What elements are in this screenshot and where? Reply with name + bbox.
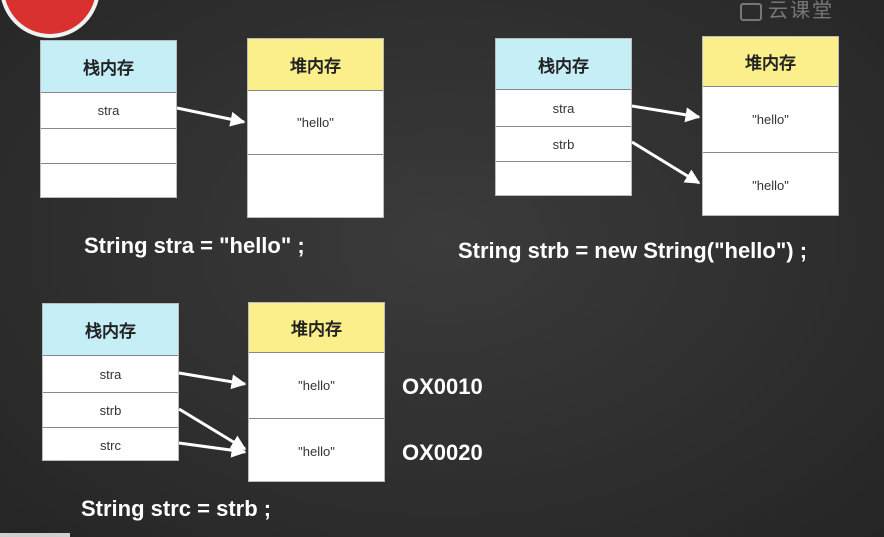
d3-stack-cell: stra: [99, 366, 122, 382]
d3-heap-column: 堆内存 "hello" "hello": [248, 302, 385, 482]
brand-icon: [740, 2, 762, 21]
d2-heap-header: 堆内存: [703, 37, 838, 87]
d2-stack-header: 栈内存: [496, 39, 631, 90]
d3-address-2: OX0020: [402, 440, 483, 465]
progress-strip: [0, 533, 70, 537]
d2-heap-cell: "hello": [703, 152, 838, 217]
d3-stack-cell: strb: [43, 392, 178, 427]
d1-heap-header: 堆内存: [248, 39, 383, 91]
d3-arrow-strb: [178, 407, 247, 451]
d1-stack-cell: [41, 128, 176, 163]
d1-arrow-stra: [176, 106, 246, 127]
d3-heap-cell: "hello": [298, 378, 335, 393]
d3-arrow-stra: [178, 371, 247, 390]
d2-arrow-stra: [631, 104, 701, 123]
d2-caption: String strb = new String("hello") ;: [458, 238, 808, 263]
d3-stack-cell: strc: [43, 427, 178, 462]
d1-caption: String stra = "hello" ;: [84, 233, 305, 258]
d3-stack-column: 栈内存 stra strb strc: [42, 303, 179, 461]
d2-stack-column: 栈内存 stra strb: [495, 38, 632, 196]
d3-arrow-strc: [178, 441, 247, 458]
brand-logo: 云课堂: [740, 0, 834, 23]
d2-arrow-strb: [631, 140, 701, 185]
d2-heap-cell: "hello": [752, 112, 789, 127]
d2-stack-cell: stra: [552, 100, 575, 116]
d1-stack-header: 栈内存: [41, 41, 176, 93]
d1-heap-column: 堆内存 "hello": [247, 38, 384, 218]
d3-heap-cell: "hello": [249, 418, 384, 483]
d2-heap-column: 堆内存 "hello" "hello": [702, 36, 839, 216]
d1-stack-cell: stra: [97, 103, 120, 118]
d3-address-1: OX0010: [402, 374, 483, 399]
d1-stack-column: 栈内存 stra: [40, 40, 177, 198]
d1-heap-cell: "hello": [297, 115, 334, 130]
d3-stack-header: 栈内存: [43, 304, 178, 356]
d3-caption: String strc = strb ;: [81, 496, 272, 521]
d2-stack-cell: strb: [496, 126, 631, 161]
d1-stack-cell: [41, 163, 176, 199]
brand-text: 云课堂: [768, 0, 834, 22]
d3-heap-header: 堆内存: [249, 303, 384, 353]
d1-heap-cell: [248, 154, 383, 219]
d2-stack-cell: [496, 161, 631, 197]
